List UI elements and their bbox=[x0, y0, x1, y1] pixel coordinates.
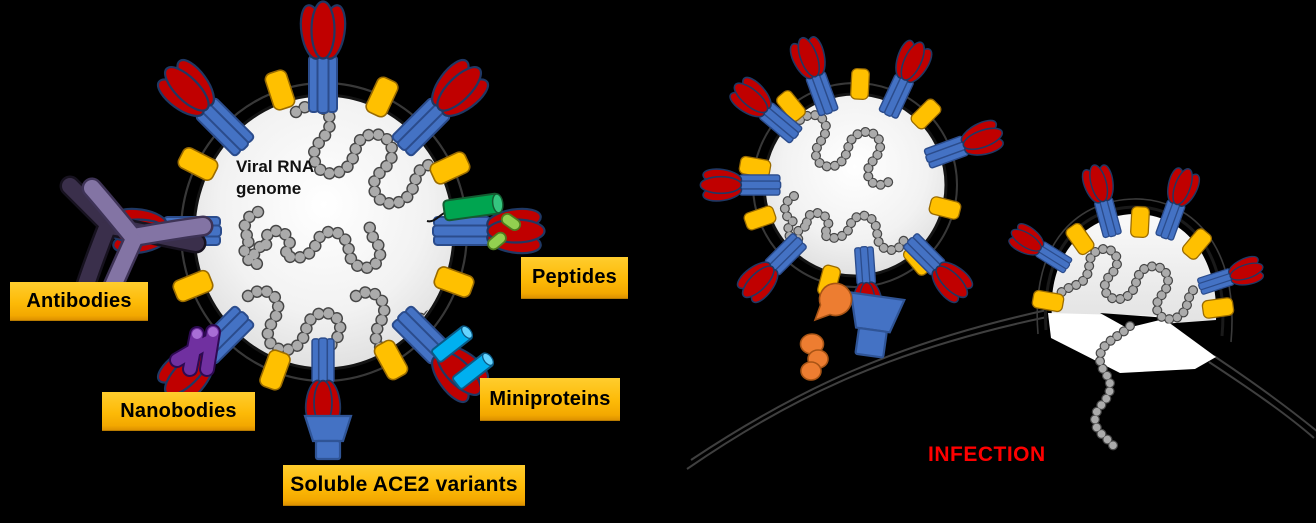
peptide-icon bbox=[426, 192, 522, 251]
membrane-protein-icon bbox=[363, 74, 401, 120]
membrane-protein-icon bbox=[849, 67, 871, 101]
miniprotein-icon bbox=[431, 325, 494, 390]
infection-label: INFECTION bbox=[928, 443, 1046, 466]
soluble-ace2-label: Soluble ACE2 variants bbox=[283, 465, 525, 505]
membrane-protein-icon bbox=[257, 347, 293, 393]
membrane-protein-icon bbox=[742, 204, 778, 232]
cell-membrane-icon bbox=[686, 309, 1316, 470]
nanobody-icon bbox=[169, 324, 221, 377]
membrane-protein-icon bbox=[170, 267, 216, 305]
fusion-pore bbox=[1048, 313, 1216, 373]
membrane-protein-icon bbox=[175, 144, 221, 184]
peptides-label: Peptides bbox=[521, 257, 628, 298]
soluble-ace2-icon bbox=[303, 414, 353, 461]
membrane-protein-icon bbox=[262, 67, 298, 113]
miniproteins-label: Miniproteins bbox=[480, 378, 620, 420]
membrane-protein-icon bbox=[427, 149, 473, 187]
ace2-receptor-icon bbox=[799, 282, 853, 381]
membrane-protein-icon bbox=[1129, 205, 1151, 239]
membrane-protein-icon bbox=[1201, 296, 1235, 320]
ace2-bound-icon bbox=[849, 291, 906, 359]
attaching-virion bbox=[699, 30, 1010, 359]
nanobodies-label: Nanobodies bbox=[102, 392, 255, 430]
viral-rna-genome-label: Viral RNA genome bbox=[236, 157, 315, 199]
antibodies-label: Antibodies bbox=[10, 282, 148, 320]
fusing-virion bbox=[1003, 160, 1269, 452]
spike-protein-icon bbox=[919, 113, 1010, 178]
